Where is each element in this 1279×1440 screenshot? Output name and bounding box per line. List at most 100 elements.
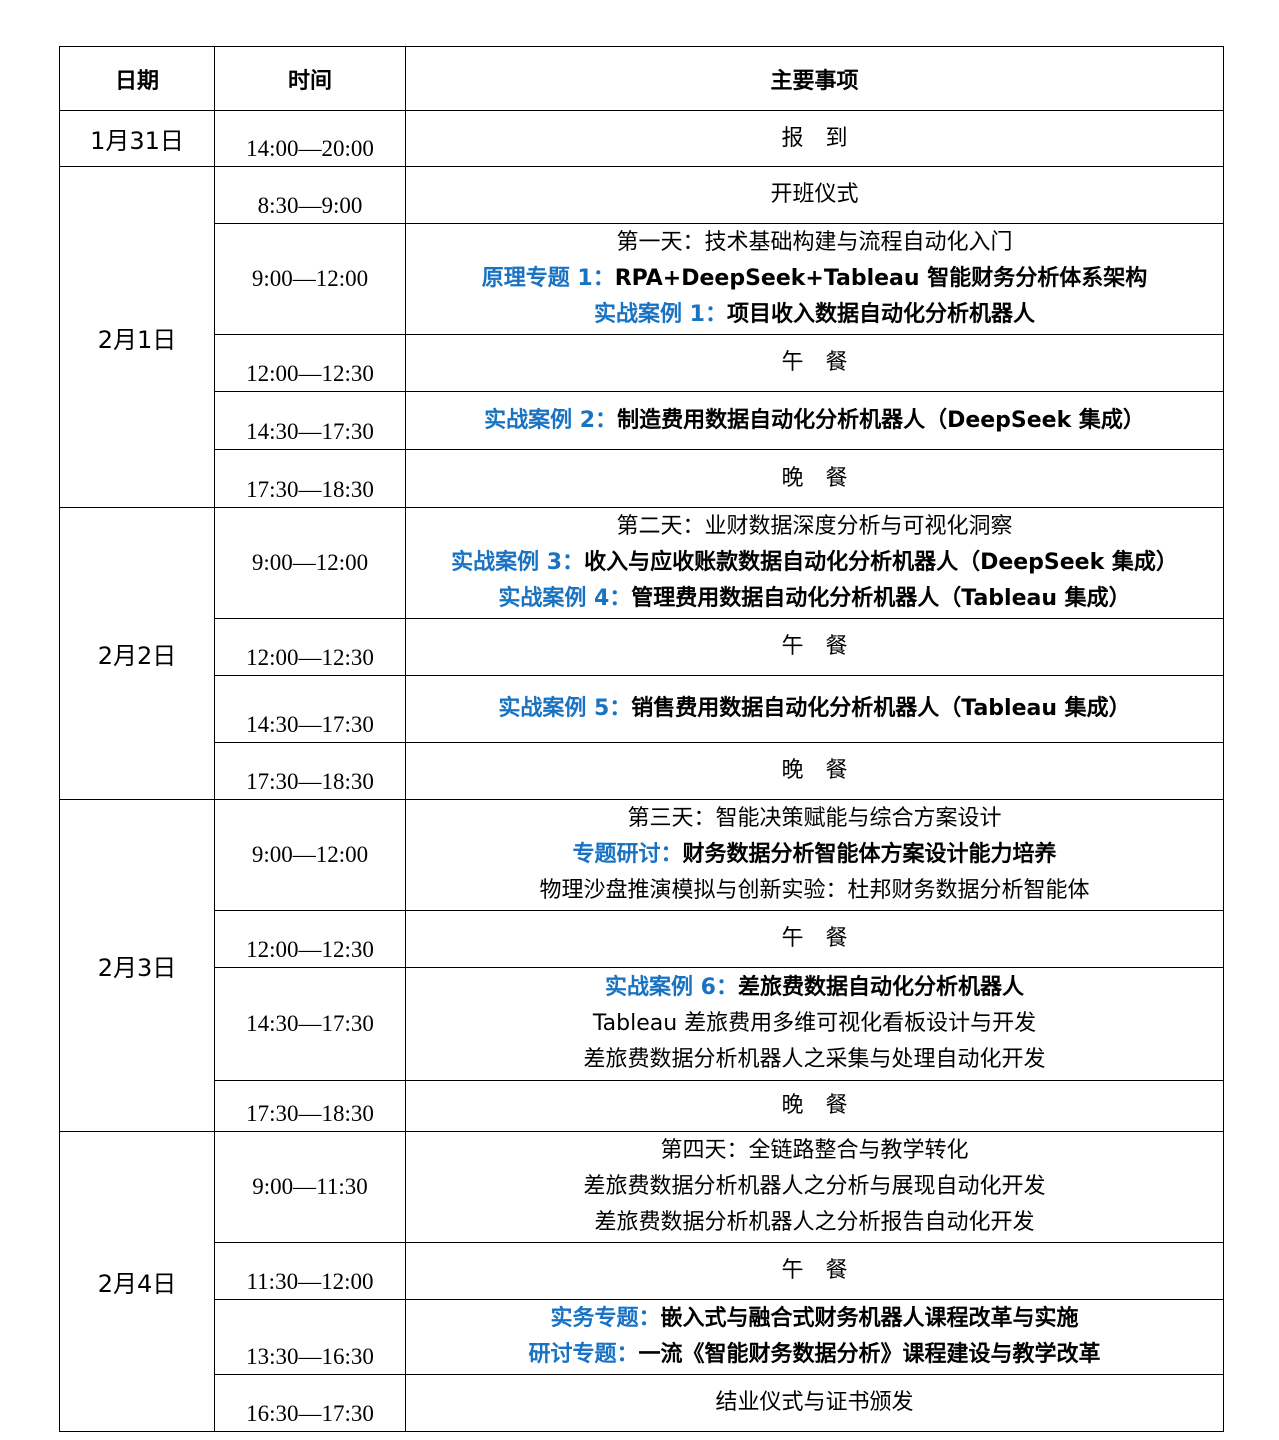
highlight-label: 研讨专题： bbox=[528, 1342, 639, 1367]
time-cell: 12:00—12:30 bbox=[214, 910, 406, 968]
time-cell: 17:30—18:30 bbox=[214, 742, 406, 800]
item-cell: 第三天：智能决策赋能与综合方案设计专题研讨：财务数据分析智能体方案设计能力培养物… bbox=[405, 799, 1224, 911]
item-line: 第二天：业财数据深度分析与可视化洞察 bbox=[406, 509, 1223, 545]
item-line: 实战案例 2：制造费用数据自动化分析机器人（DeepSeek 集成） bbox=[406, 403, 1223, 439]
time-cell: 9:00—12:00 bbox=[214, 507, 406, 619]
item-line: 实务专题：嵌入式与融合式财务机器人课程改革与实施 bbox=[406, 1301, 1223, 1337]
header-time: 时间 bbox=[214, 46, 406, 111]
item-text: 第三天：智能决策赋能与综合方案设计 bbox=[627, 806, 1002, 831]
item-cell: 第一天：技术基础构建与流程自动化入门原理专题 1：RPA+DeepSeek+Ta… bbox=[405, 223, 1224, 335]
item-cell: 午 餐 bbox=[405, 618, 1224, 676]
item-text: 第一天：技术基础构建与流程自动化入门 bbox=[616, 230, 1013, 255]
item-line: 晚 餐 bbox=[406, 1088, 1223, 1124]
item-text: 晚 餐 bbox=[781, 1093, 848, 1118]
item-text: 嵌入式与融合式财务机器人课程改革与实施 bbox=[660, 1306, 1079, 1331]
item-text: 管理费用数据自动化分析机器人（Tableau 集成） bbox=[631, 586, 1131, 611]
item-text: 第四天：全链路整合与教学转化 bbox=[660, 1138, 969, 1163]
time-cell: 16:30—17:30 bbox=[214, 1374, 406, 1432]
item-text: 销售费用数据自动化分析机器人（Tableau 集成） bbox=[631, 696, 1131, 721]
item-line: 差旅费数据分析机器人之采集与处理自动化开发 bbox=[406, 1042, 1223, 1078]
date-cell: 2月4日 bbox=[59, 1131, 215, 1432]
item-text: 收入与应收账款数据自动化分析机器人（DeepSeek 集成） bbox=[584, 550, 1178, 575]
item-text: 差旅费数据自动化分析机器人 bbox=[737, 975, 1024, 1000]
time-cell: 9:00—11:30 bbox=[214, 1131, 406, 1243]
item-text: 午 餐 bbox=[781, 350, 848, 375]
item-text: 财务数据分析智能体方案设计能力培养 bbox=[682, 842, 1057, 867]
item-text: 第二天：业财数据深度分析与可视化洞察 bbox=[616, 514, 1013, 539]
table-row: 17:30—18:30 晚 餐 bbox=[60, 1080, 1224, 1132]
time-cell: 14:30—17:30 bbox=[214, 391, 406, 450]
date-cell: 2月2日 bbox=[59, 507, 215, 800]
item-text: 差旅费数据分析机器人之采集与处理自动化开发 bbox=[583, 1047, 1046, 1072]
time-cell: 8:30—9:00 bbox=[214, 166, 406, 224]
item-line: 晚 餐 bbox=[406, 461, 1223, 497]
date-cell: 2月3日 bbox=[59, 799, 215, 1132]
item-text: 制造费用数据自动化分析机器人（DeepSeek 集成） bbox=[617, 407, 1145, 433]
table-row: 12:00—12:30 午 餐 bbox=[60, 334, 1224, 392]
item-text: 开班仪式 bbox=[770, 182, 859, 207]
item-cell: 第四天：全链路整合与教学转化差旅费数据分析机器人之分析与展现自动化开发差旅费数据… bbox=[405, 1131, 1224, 1243]
highlight-label: 实战案例 6： bbox=[605, 975, 738, 1000]
highlight-label: 原理专题 1： bbox=[481, 266, 615, 291]
item-line: 第四天：全链路整合与教学转化 bbox=[406, 1133, 1223, 1169]
date-cell: 2月1日 bbox=[59, 166, 215, 508]
time-cell: 9:00—12:00 bbox=[214, 223, 406, 335]
item-line: 报 到 bbox=[406, 121, 1223, 157]
highlight-label: 实务专题： bbox=[550, 1306, 661, 1331]
item-text: 午 餐 bbox=[781, 1258, 848, 1283]
item-text: 差旅费数据分析机器人之分析与展现自动化开发 bbox=[583, 1174, 1046, 1199]
item-line: 第三天：智能决策赋能与综合方案设计 bbox=[406, 801, 1223, 837]
item-text: 一流《智能财务数据分析》课程建设与教学改革 bbox=[638, 1342, 1101, 1367]
item-cell: 实战案例 5：销售费用数据自动化分析机器人（Tableau 集成） bbox=[405, 675, 1224, 743]
time-cell: 9:00—12:00 bbox=[214, 799, 406, 911]
item-line: 午 餐 bbox=[406, 921, 1223, 957]
time-cell: 12:00—12:30 bbox=[214, 334, 406, 392]
item-line: 原理专题 1：RPA+DeepSeek+Tableau 智能财务分析体系架构 bbox=[406, 261, 1223, 297]
item-cell: 报 到 bbox=[405, 110, 1224, 167]
item-text: 报 到 bbox=[781, 125, 848, 151]
item-line: 第一天：技术基础构建与流程自动化入门 bbox=[406, 225, 1223, 261]
item-line: 研讨专题：一流《智能财务数据分析》课程建设与教学改革 bbox=[406, 1337, 1223, 1373]
time-cell: 17:30—18:30 bbox=[214, 449, 406, 508]
item-line: 结业仪式与证书颁发 bbox=[406, 1385, 1223, 1421]
time-cell: 14:00—20:00 bbox=[214, 110, 406, 167]
item-text: 差旅费数据分析机器人之分析报告自动化开发 bbox=[594, 1210, 1035, 1235]
item-cell: 第二天：业财数据深度分析与可视化洞察实战案例 3：收入与应收账款数据自动化分析机… bbox=[405, 507, 1224, 619]
item-line: 实战案例 5：销售费用数据自动化分析机器人（Tableau 集成） bbox=[406, 691, 1223, 727]
header-items: 主要事项 bbox=[405, 46, 1224, 111]
item-text: 午 餐 bbox=[781, 926, 848, 951]
item-line: 差旅费数据分析机器人之分析与展现自动化开发 bbox=[406, 1169, 1223, 1205]
item-line: 物理沙盘推演模拟与创新实验：杜邦财务数据分析智能体 bbox=[406, 873, 1223, 909]
highlight-label: 实战案例 3： bbox=[451, 550, 585, 575]
item-line: 差旅费数据分析机器人之分析报告自动化开发 bbox=[406, 1205, 1223, 1241]
item-cell: 午 餐 bbox=[405, 334, 1224, 392]
item-line: 专题研讨：财务数据分析智能体方案设计能力培养 bbox=[406, 837, 1223, 873]
item-cell: 实务专题：嵌入式与融合式财务机器人课程改革与实施研讨专题：一流《智能财务数据分析… bbox=[405, 1299, 1224, 1375]
item-text: RPA+DeepSeek+Tableau 智能财务分析体系架构 bbox=[614, 266, 1148, 291]
date-cell: 1月31日 bbox=[59, 110, 215, 167]
time-cell: 17:30—18:30 bbox=[214, 1080, 406, 1132]
time-cell: 14:30—17:30 bbox=[214, 675, 406, 743]
item-line: 开班仪式 bbox=[406, 177, 1223, 213]
item-line: 实战案例 1：项目收入数据自动化分析机器人 bbox=[406, 297, 1223, 333]
item-cell: 晚 餐 bbox=[405, 449, 1224, 508]
time-cell: 11:30—12:00 bbox=[214, 1242, 406, 1300]
header-row: 日期 时间 主要事项 bbox=[59, 46, 1224, 111]
item-cell: 结业仪式与证书颁发 bbox=[405, 1374, 1224, 1432]
item-cell: 午 餐 bbox=[405, 910, 1224, 968]
item-line: 午 餐 bbox=[406, 345, 1223, 381]
time-cell: 13:30—16:30 bbox=[214, 1299, 406, 1375]
